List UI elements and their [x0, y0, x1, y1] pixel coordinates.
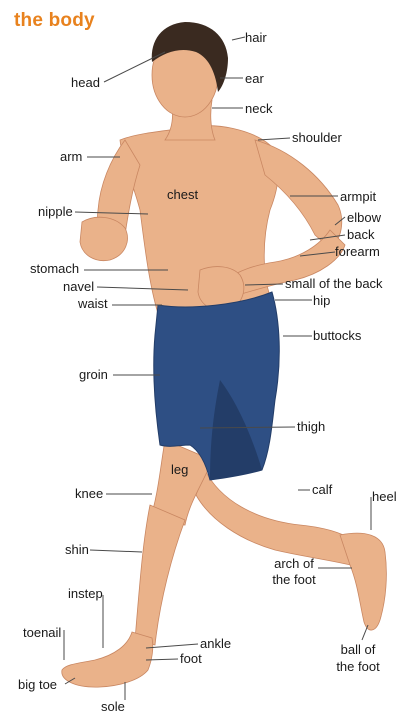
label-arch-of-the-foot-line-1: arch of	[268, 557, 320, 571]
label-waist: waist	[78, 297, 108, 311]
label-navel: navel	[63, 280, 94, 294]
label-neck: neck	[245, 102, 272, 116]
label-forearm: forearm	[335, 245, 380, 259]
label-shoulder: shoulder	[292, 131, 342, 145]
label-arm: arm	[60, 150, 82, 164]
label-back: back	[347, 228, 374, 242]
front-fist	[80, 217, 127, 260]
label-ear: ear	[245, 72, 264, 86]
front-foot	[62, 632, 153, 687]
label-sole: sole	[101, 700, 125, 714]
label-ball-of-the-foot-line-1: ball of	[333, 643, 383, 657]
label-elbow: elbow	[347, 211, 381, 225]
label-thigh: thigh	[297, 420, 325, 434]
label-arch-of-the-foot-line-2: the foot	[268, 573, 320, 587]
label-hip: hip	[313, 294, 330, 308]
label-small-of-the-back: small of the back	[285, 277, 383, 291]
label-ankle: ankle	[200, 637, 231, 651]
label-calf: calf	[312, 483, 332, 497]
back-calf-foot	[340, 533, 386, 630]
label-knee: knee	[75, 487, 103, 501]
label-buttocks: buttocks	[313, 329, 361, 343]
label-ball-of-the-foot-line-2: the foot	[333, 660, 383, 674]
label-head: head	[71, 76, 100, 90]
label-heel: heel	[372, 490, 397, 504]
label-toenail: toenail	[23, 626, 61, 640]
front-shin	[135, 505, 185, 645]
label-hair: hair	[245, 31, 267, 45]
label-leg: leg	[171, 463, 188, 477]
label-instep: instep	[68, 587, 103, 601]
label-chest: chest	[167, 188, 198, 202]
label-armpit: armpit	[340, 190, 376, 204]
label-groin: groin	[79, 368, 108, 382]
label-stomach: stomach	[30, 262, 79, 276]
label-foot: foot	[180, 652, 202, 666]
diagram-title: the body	[14, 10, 95, 32]
back-thigh	[196, 470, 362, 566]
label-big-toe: big toe	[18, 678, 57, 692]
label-nipple: nipple	[38, 205, 73, 219]
label-shin: shin	[65, 543, 89, 557]
